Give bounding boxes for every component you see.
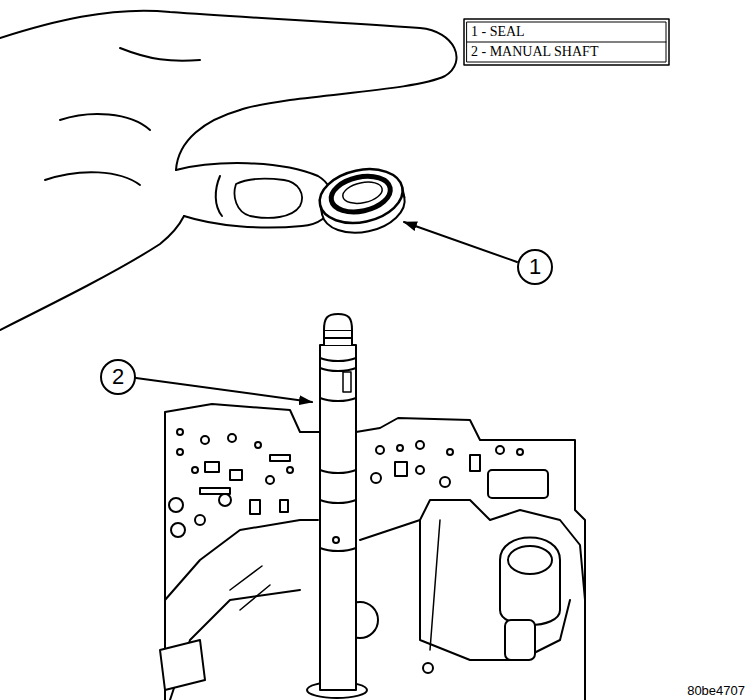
- callout-number: 2: [112, 366, 124, 388]
- legend-entry: 2 - MANUAL SHAFT: [471, 45, 598, 59]
- callout-number: 1: [529, 256, 541, 278]
- figure-code: 80be4707: [687, 684, 745, 697]
- legend-entry: 1 - SEAL: [471, 25, 525, 39]
